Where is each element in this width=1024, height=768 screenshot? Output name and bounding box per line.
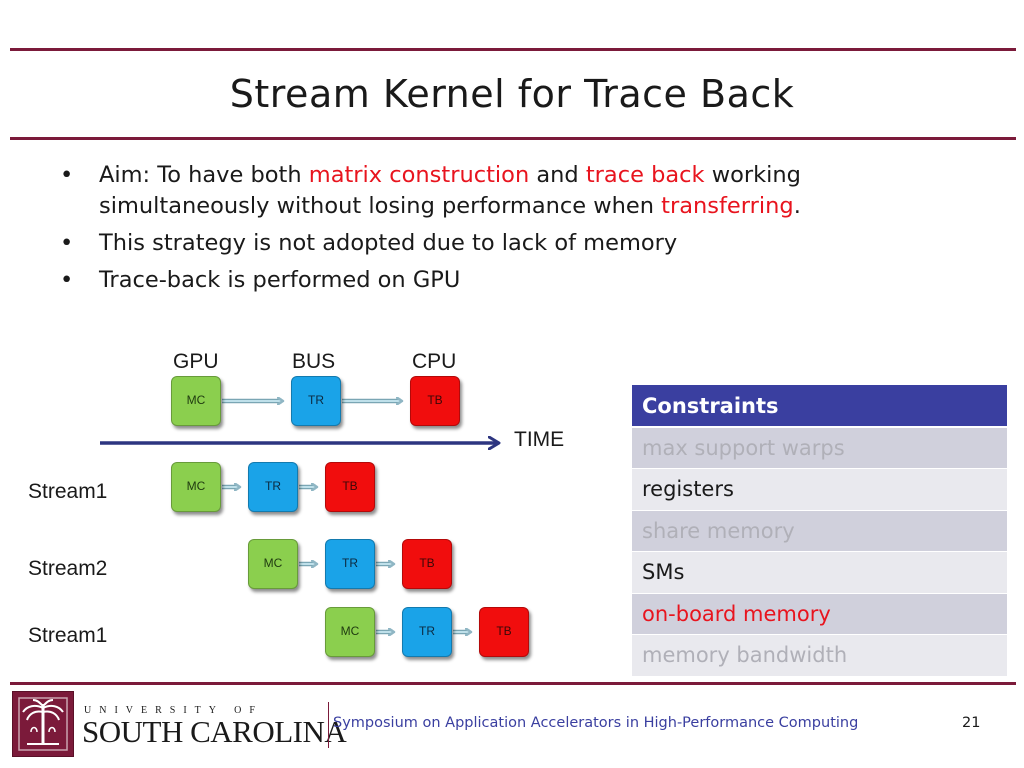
bullet-text: . (793, 193, 801, 219)
stream2-tb-box: TB (402, 539, 452, 589)
constraints-header: Constraints (632, 385, 1007, 428)
university-logo (12, 691, 74, 757)
header-tb-box: TB (410, 376, 460, 426)
constraint-cell: registers (632, 468, 1007, 511)
page-number: 21 (962, 715, 981, 731)
bullet-text: and (529, 162, 586, 188)
footer-rule (10, 682, 1016, 685)
stream3-mc-box: MC (325, 607, 375, 657)
footer-separator (328, 702, 329, 748)
constraint-row: registers (632, 468, 1007, 511)
bullet-text: working simultaneously without losing pe… (99, 162, 801, 219)
highlight-text: trace back (585, 162, 705, 188)
constraint-cell: max support warps (632, 427, 1007, 469)
bullet-text: Trace-back is performed on GPU (99, 267, 461, 293)
palmetto-icon (18, 697, 68, 751)
bullet-dot: • (60, 162, 74, 188)
conference-name: Symposium on Application Accelerators in… (333, 715, 859, 731)
bullet-dot: • (60, 267, 74, 293)
stream1-tr-box: TR (248, 462, 298, 512)
gpu-label: GPU (173, 350, 219, 373)
time-label: TIME (514, 428, 565, 451)
constraint-row: share memory (632, 510, 1007, 552)
bullet-dot: • (60, 230, 74, 256)
bullet-item: • Aim: To have both matrix construction a… (60, 160, 940, 222)
slide-title: Stream Kernel for Trace Back (229, 72, 795, 116)
highlight-text: transferring (661, 193, 794, 219)
bullet-list: • Aim: To have both matrix construction a… (60, 160, 940, 302)
constraint-cell: SMs (632, 551, 1007, 594)
stream-label-3: Stream1 (28, 624, 108, 647)
stream1-mc-box: MC (171, 462, 221, 512)
cpu-label: CPU (412, 350, 457, 373)
bullet-text: Aim: To have both (99, 162, 309, 188)
stream2-mc-box: MC (248, 539, 298, 589)
constraint-cell: memory bandwidth (632, 634, 1007, 677)
bullet-item: • Trace-back is performed on GPU (60, 265, 940, 296)
stream-label-1: Stream1 (28, 480, 108, 503)
constraint-row: on-board memory (632, 593, 1007, 635)
bus-label: BUS (292, 350, 336, 373)
constraint-row: SMs (632, 551, 1007, 594)
constraint-cell: on-board memory (632, 593, 1007, 635)
stream2-tr-box: TR (325, 539, 375, 589)
bullet-text: This strategy is not adopted due to lack… (99, 230, 678, 256)
university-name: SOUTH CAROLINA (82, 714, 347, 749)
stream3-tb-box: TB (479, 607, 529, 657)
constraint-row: memory bandwidth (632, 634, 1007, 677)
stream1-tb-box: TB (325, 462, 375, 512)
constraint-cell: share memory (632, 510, 1007, 552)
header-tr-box: TR (291, 376, 341, 426)
university-line: UNIVERSITY OF (84, 705, 263, 716)
bullet-item: • This strategy is not adopted due to lac… (60, 228, 940, 259)
stream-label-2: Stream2 (28, 557, 108, 580)
title-rule (10, 137, 1016, 140)
header-mc-box: MC (171, 376, 221, 426)
constraint-row: max support warps (632, 427, 1007, 469)
highlight-text: matrix construction (308, 162, 530, 188)
stream3-tr-box: TR (402, 607, 452, 657)
top-rule (10, 48, 1016, 51)
